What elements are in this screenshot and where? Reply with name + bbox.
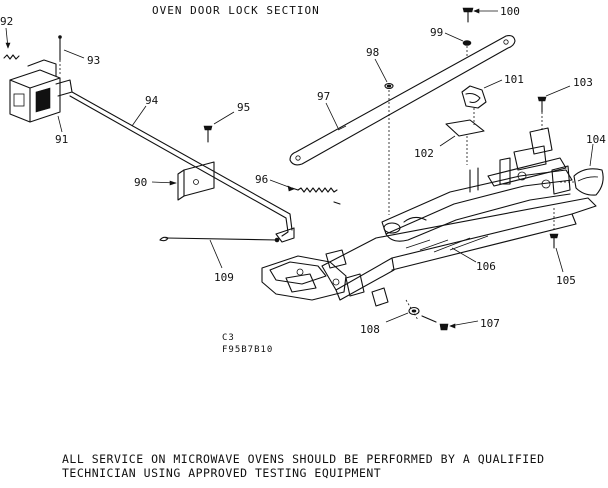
part-99-washer (444, 32, 472, 56)
part-109-wire (159, 236, 280, 269)
callout-99: 99 (430, 26, 443, 39)
callout-108: 108 (360, 323, 380, 336)
callout-105: 105 (556, 274, 576, 287)
part-92-spring (3, 27, 20, 60)
part-104-knob (560, 143, 604, 196)
callout-91: 91 (55, 133, 68, 146)
callout-94: 94 (145, 94, 159, 107)
part-105-screw (549, 208, 564, 273)
callout-109: 109 (214, 271, 234, 284)
drawing-code-line2: F95B7B10 (222, 345, 273, 355)
part-95-screw (203, 111, 235, 143)
callout-92: 92 (0, 15, 13, 28)
callout-106: 106 (476, 260, 496, 273)
drawing-code-line1: C3 (222, 333, 235, 343)
part-97-link-bar (289, 35, 516, 166)
callout-97: 97 (317, 90, 330, 103)
part-101-clip (461, 79, 503, 125)
part-102-pad (439, 119, 485, 165)
part-106-lock-bracket (261, 127, 597, 321)
callout-104: 104 (586, 133, 606, 146)
callout-96: 96 (255, 173, 268, 186)
callout-102: 102 (414, 147, 434, 160)
footer-warning-line2: TECHNICIAN USING APPROVED TESTING EQUIPM… (62, 466, 381, 480)
callout-90: 90 (134, 176, 147, 189)
diagram-title: OVEN DOOR LOCK SECTION (152, 4, 320, 17)
part-100-screw (462, 7, 498, 23)
part-103-screw (537, 85, 571, 130)
footer-warning-line1: ALL SERVICE ON MICROWAVE OVENS SHOULD BE… (62, 452, 545, 466)
callout-100: 100 (500, 5, 520, 18)
part-93-pin (58, 35, 85, 76)
part-107-screw (421, 315, 479, 331)
callout-98: 98 (366, 46, 379, 59)
callout-107: 107 (480, 317, 500, 330)
part-96-spring (269, 179, 341, 205)
callout-93: 93 (87, 54, 100, 67)
callout-101: 101 (504, 73, 524, 86)
part-91-switch (9, 59, 73, 133)
part-108-washer (385, 306, 420, 323)
part-90-bracket (151, 161, 215, 201)
part-98-grommet (374, 58, 394, 215)
callout-103: 103 (573, 76, 593, 89)
callout-95: 95 (237, 101, 250, 114)
part-94-rod (69, 91, 295, 243)
